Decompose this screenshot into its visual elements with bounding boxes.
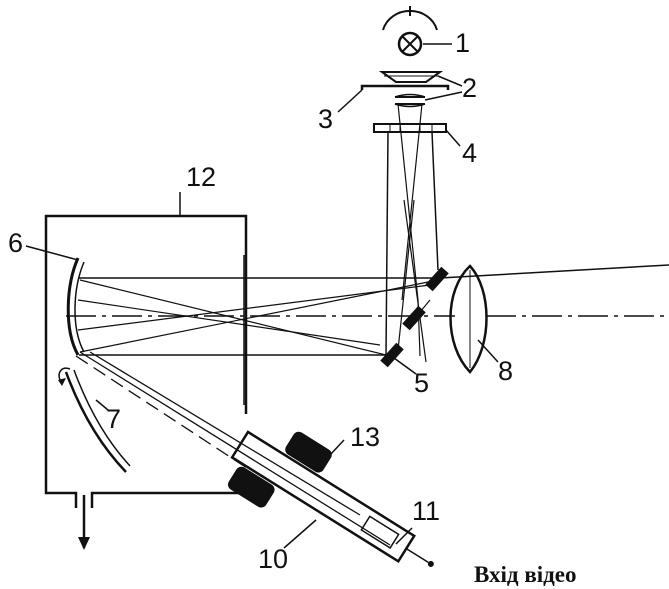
frame-3 — [360, 84, 450, 90]
label-4: 4 — [462, 138, 477, 168]
label-12: 12 — [186, 162, 216, 192]
label-10: 10 — [258, 544, 288, 574]
label-5: 5 — [414, 368, 429, 398]
video-input-11 — [360, 515, 400, 549]
label-3: 3 — [318, 104, 333, 134]
leader-lines — [25, 43, 499, 549]
curved-screen-7 — [58, 367, 131, 473]
optical-rays — [66, 264, 669, 546]
label-8: 8 — [498, 356, 513, 386]
lamp-1 — [382, 6, 438, 57]
condenser-2 — [378, 71, 444, 108]
label-13: 13 — [350, 422, 380, 452]
outlet-arrow-icon — [78, 537, 90, 550]
label-7: 7 — [106, 404, 121, 434]
crt-tube-10 — [228, 430, 434, 567]
plate-4 — [373, 123, 447, 133]
deflection-coil-13-top — [285, 431, 332, 473]
deflection-coil-13-bottom — [228, 466, 275, 508]
label-2: 2 — [462, 73, 477, 103]
label-6: 6 — [8, 228, 23, 258]
projection-lens-8 — [449, 264, 488, 374]
curved-mirror-6 — [66, 257, 85, 356]
video-input-caption: Вхід відео — [474, 562, 576, 587]
housing-12 — [44, 214, 248, 550]
label-11: 11 — [412, 496, 440, 526]
mirrors-5 — [380, 266, 449, 368]
label-1: 1 — [455, 28, 470, 58]
